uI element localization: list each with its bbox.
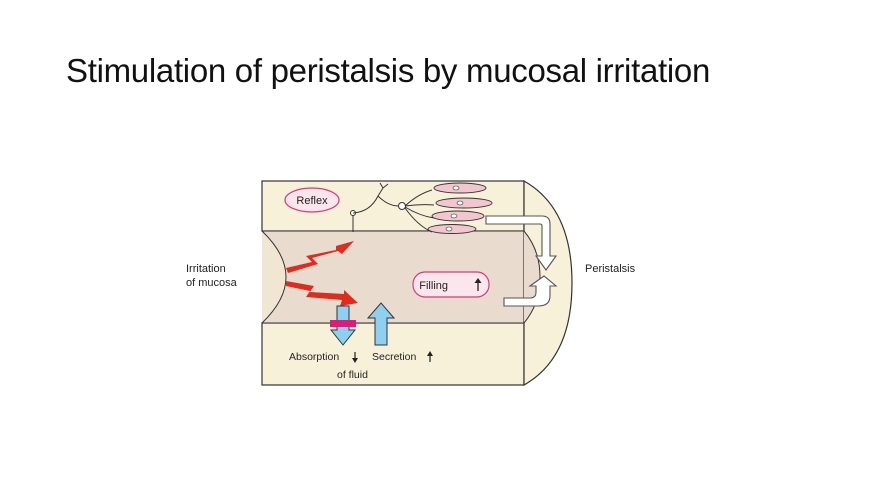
arrow-up-icon [427,351,433,362]
irritation-arrows [286,241,358,306]
peristalsis-label: Peristalsis [585,263,636,275]
irritation-label-line2: of mucosa [186,277,238,289]
reflex-label: Reflex [296,195,328,207]
absorption-label: Absorption [289,351,339,363]
filling-label: Filling [419,280,448,292]
lumen [262,231,524,323]
absorption-arrow [329,305,357,346]
muscle-cells [427,182,493,234]
arrow-down-icon [352,352,358,363]
of-fluid-label: of fluid [337,369,368,381]
arrow-up-icon [474,278,482,291]
peristalsis-arrows [485,215,558,307]
absorption-block-bar [330,320,356,327]
irritation-label-line1: Irritation [186,263,226,275]
reflex-badge: Reflex [284,187,340,213]
filling-badge: Filling [412,271,490,298]
nerve-circuit [350,182,435,233]
secretion-arrow [366,302,396,346]
page-title: Stimulation of peristalsis by mucosal ir… [66,52,711,89]
secretion-label: Secretion [372,351,417,363]
